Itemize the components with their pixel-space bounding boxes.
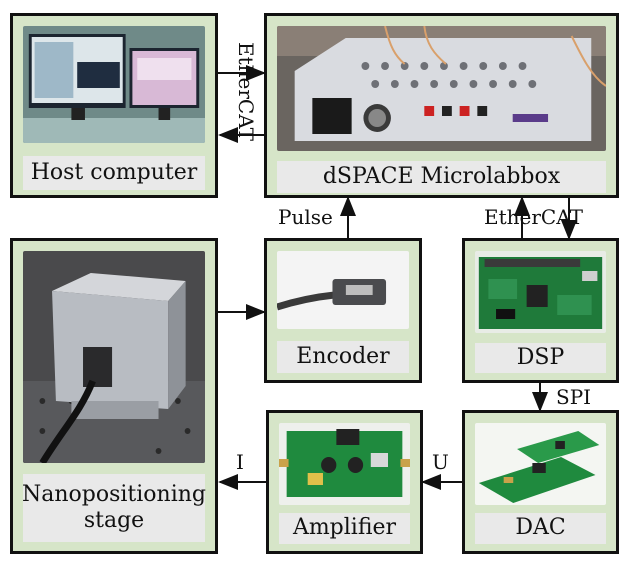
dac-photo [475,423,606,505]
encoder-label: Encoder [277,341,409,373]
dac-block: DAC [462,410,619,554]
ethercat-label-host: EtherCAT [234,42,258,141]
host-computer-photo [23,26,205,143]
encoder-block: Encoder [264,238,422,383]
dsp-block: DSP [462,238,619,383]
spi-label: SPI [556,385,592,409]
u-label: U [432,450,449,474]
dsp-photo [475,251,606,333]
nanopositioning-stage-photo [23,251,205,463]
i-label: I [236,450,244,474]
amplifier-block: Amplifier [266,410,423,554]
dspace-microlabbox-block: dSPACE Microlabbox [264,13,619,198]
host-computer-block: Host computer [10,13,218,198]
pulse-label: Pulse [278,205,333,229]
ethercat-label-dsp: EtherCAT [484,205,583,229]
dsp-label: DSP [475,343,606,373]
dac-label: DAC [475,513,606,544]
amplifier-photo [279,423,410,505]
dspace-microlabbox-photo [277,26,606,151]
nanopositioning-stage-label: Nanopositioning stage [22,474,206,542]
encoder-photo [277,251,409,329]
nanopositioning-stage-block: Nanopositioning stage [10,238,218,554]
host-computer-label: Host computer [23,156,205,190]
amplifier-label: Amplifier [279,513,410,544]
dspace-microlabbox-label: dSPACE Microlabbox [277,161,606,193]
